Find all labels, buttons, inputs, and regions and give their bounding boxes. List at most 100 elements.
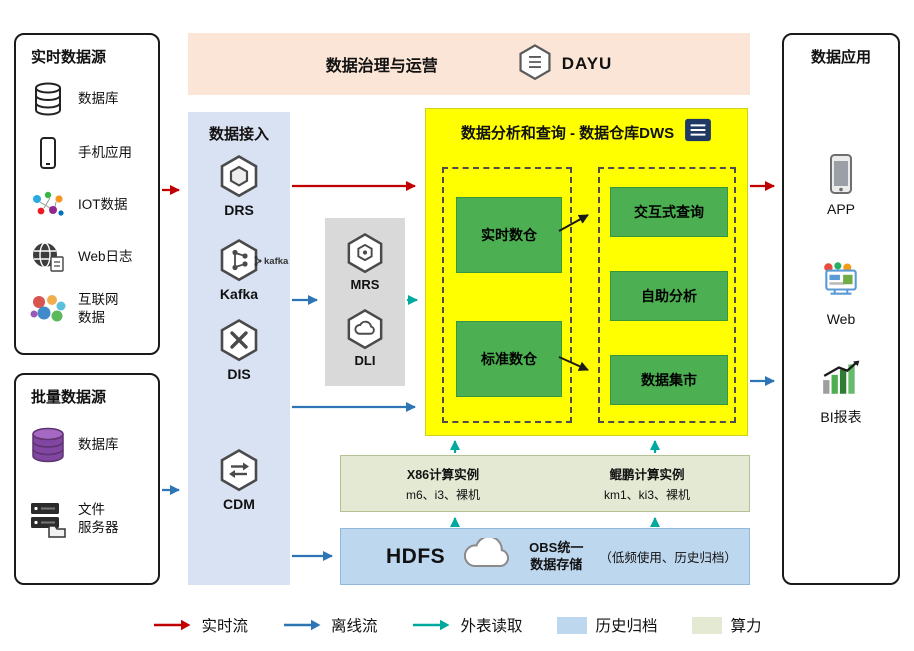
kafka-label: Kafka xyxy=(219,286,259,302)
obs-storage-label: OBS统一 数据存储 xyxy=(529,540,583,574)
legend: 实时流 离线流 外表读取 历史归档 算力 xyxy=(0,614,914,636)
dayu-brand: DAYU xyxy=(518,43,613,86)
legend-item-archive: 历史归档 xyxy=(556,614,658,636)
app-item xyxy=(784,153,898,200)
governance-bar: 数据治理与运营 DAYU xyxy=(188,33,750,95)
kunpeng-compute: 鲲鹏计算实例 km1、ki3、裸机 xyxy=(545,456,749,511)
drs-hexagon-icon xyxy=(219,154,259,203)
data-ingestion-title: 数据接入 xyxy=(208,126,269,143)
mrs-service xyxy=(325,232,405,279)
drs-service xyxy=(188,154,290,203)
dli-service xyxy=(325,308,405,355)
obs-line1: OBS统一 xyxy=(529,539,584,555)
external-read-arrow-icon xyxy=(413,619,450,631)
kafka-badge-label: kafka xyxy=(264,255,289,267)
realtime-sources-panel: 实时数据源 数据库 手机应用 IOT数据 Web日志 xyxy=(14,33,160,355)
legend-item-offline-flow: 离线流 xyxy=(282,614,378,636)
cdm-label: CDM xyxy=(223,496,255,512)
dws-title: 数据分析和查询 - 数据仓库DWS xyxy=(460,124,675,142)
query-services-group: 交互式查询 自助分析 数据集市 xyxy=(598,167,736,423)
data-ingestion-panel: 数据接入 DRS kafka Kafka DIS CDM xyxy=(188,112,290,585)
x86-compute: X86计算实例 m6、i3、裸机 xyxy=(341,456,545,511)
kafka-service xyxy=(188,238,290,287)
legend-label: 算力 xyxy=(730,618,762,635)
legend-item-external-read: 外表读取 xyxy=(411,614,523,636)
cloud-icon xyxy=(461,535,513,575)
file-server-icon xyxy=(26,500,70,538)
warehouse-group: 实时数仓 标准数仓 xyxy=(442,167,572,423)
bi-label: BI报表 xyxy=(820,409,862,425)
data-applications-panel: 数据应用 APP Web BI报表 xyxy=(782,33,900,585)
data-applications-title: 数据应用 xyxy=(810,49,871,66)
legend-label: 实时流 xyxy=(201,618,248,635)
source-label: 手机应用 xyxy=(78,145,132,161)
cdm-service xyxy=(188,448,290,497)
iot-icon xyxy=(26,190,70,220)
app-label: APP xyxy=(826,201,855,217)
obs-note: （低频使用、历史归档） xyxy=(599,551,737,565)
bi-report-icon xyxy=(820,359,862,402)
processing-panel: MRS DLI xyxy=(325,218,405,386)
obs-line2: 数据存储 xyxy=(530,556,583,572)
x86-title: X86计算实例 xyxy=(406,468,480,482)
dis-service xyxy=(188,318,290,367)
compute-instances-panel: X86计算实例 m6、i3、裸机 鲲鹏计算实例 km1、ki3、裸机 xyxy=(340,455,750,512)
legend-item-compute: 算力 xyxy=(691,614,762,636)
source-item-database: 数据库 xyxy=(26,77,154,121)
source-item-iot: IOT数据 xyxy=(26,183,154,227)
archive-swatch xyxy=(556,616,587,634)
source-label: IOT数据 xyxy=(78,197,128,213)
source-label: 文件 服务器 xyxy=(78,502,119,535)
web-item xyxy=(784,261,898,302)
governance-title: 数据治理与运营 xyxy=(325,58,438,75)
web-label: Web xyxy=(826,311,856,327)
dli-label: DLI xyxy=(354,353,376,368)
compute-swatch xyxy=(691,616,722,634)
batch-sources-panel: 批量数据源 数据库 文件 服务器 xyxy=(14,373,160,585)
database-icon xyxy=(26,82,70,116)
source-item-batch-database: 数据库 xyxy=(26,421,154,469)
source-label: 数据库 xyxy=(78,437,119,453)
database-stack-icon xyxy=(26,426,70,464)
kafka-mini-logo-icon xyxy=(254,256,262,266)
x86-spec: m6、i3、裸机 xyxy=(405,488,480,502)
legend-label: 历史归档 xyxy=(595,618,658,635)
batch-sources-title: 批量数据源 xyxy=(31,389,107,406)
realtime-sources-title: 实时数据源 xyxy=(31,49,107,66)
dayu-logo-icon xyxy=(518,43,552,86)
kunpeng-spec: km1、ki3、裸机 xyxy=(603,488,690,502)
interactive-query-box: 交互式查询 xyxy=(610,187,728,237)
source-item-web-log: Web日志 xyxy=(26,235,154,279)
dws-title-row: 数据分析和查询 - 数据仓库DWS xyxy=(426,118,747,146)
dli-hexagon-icon xyxy=(346,308,384,355)
dis-label: DIS xyxy=(227,366,251,382)
hdfs-label: HDFS xyxy=(386,544,446,568)
source-item-internet-data: 互联网 数据 xyxy=(26,287,154,331)
legend-item-realtime-flow: 实时流 xyxy=(152,614,248,636)
standard-warehouse-box: 标准数仓 xyxy=(456,321,562,397)
dws-panel: 数据分析和查询 - 数据仓库DWS 实时数仓 标准数仓 交互式查询 自助分析 数… xyxy=(425,108,748,436)
mrs-label: MRS xyxy=(350,277,380,292)
internet-data-icon xyxy=(26,294,70,324)
globe-icon xyxy=(26,241,70,273)
kafka-badge: kafka xyxy=(253,255,288,267)
kafka-hexagon-icon xyxy=(219,238,259,287)
phone-icon xyxy=(26,136,70,170)
self-service-analysis-box: 自助分析 xyxy=(610,271,728,321)
legend-label: 离线流 xyxy=(330,618,378,635)
drs-label: DRS xyxy=(224,202,254,218)
source-label: 互联网 数据 xyxy=(78,292,119,325)
storage-panel: HDFS OBS统一 数据存储 （低频使用、历史归档） xyxy=(340,528,750,585)
source-item-mobile-app: 手机应用 xyxy=(26,131,154,175)
data-mart-box: 数据集市 xyxy=(610,355,728,405)
mrs-hexagon-icon xyxy=(346,232,384,279)
kunpeng-title: 鲲鹏计算实例 xyxy=(609,468,685,482)
realtime-warehouse-box: 实时数仓 xyxy=(456,197,562,273)
source-item-file-server: 文件 服务器 xyxy=(26,495,154,543)
source-label: Web日志 xyxy=(78,249,133,265)
legend-label: 外表读取 xyxy=(460,618,523,635)
offline-flow-arrow-icon xyxy=(283,619,321,631)
document-icon xyxy=(684,118,712,146)
dis-hexagon-icon xyxy=(219,318,259,367)
